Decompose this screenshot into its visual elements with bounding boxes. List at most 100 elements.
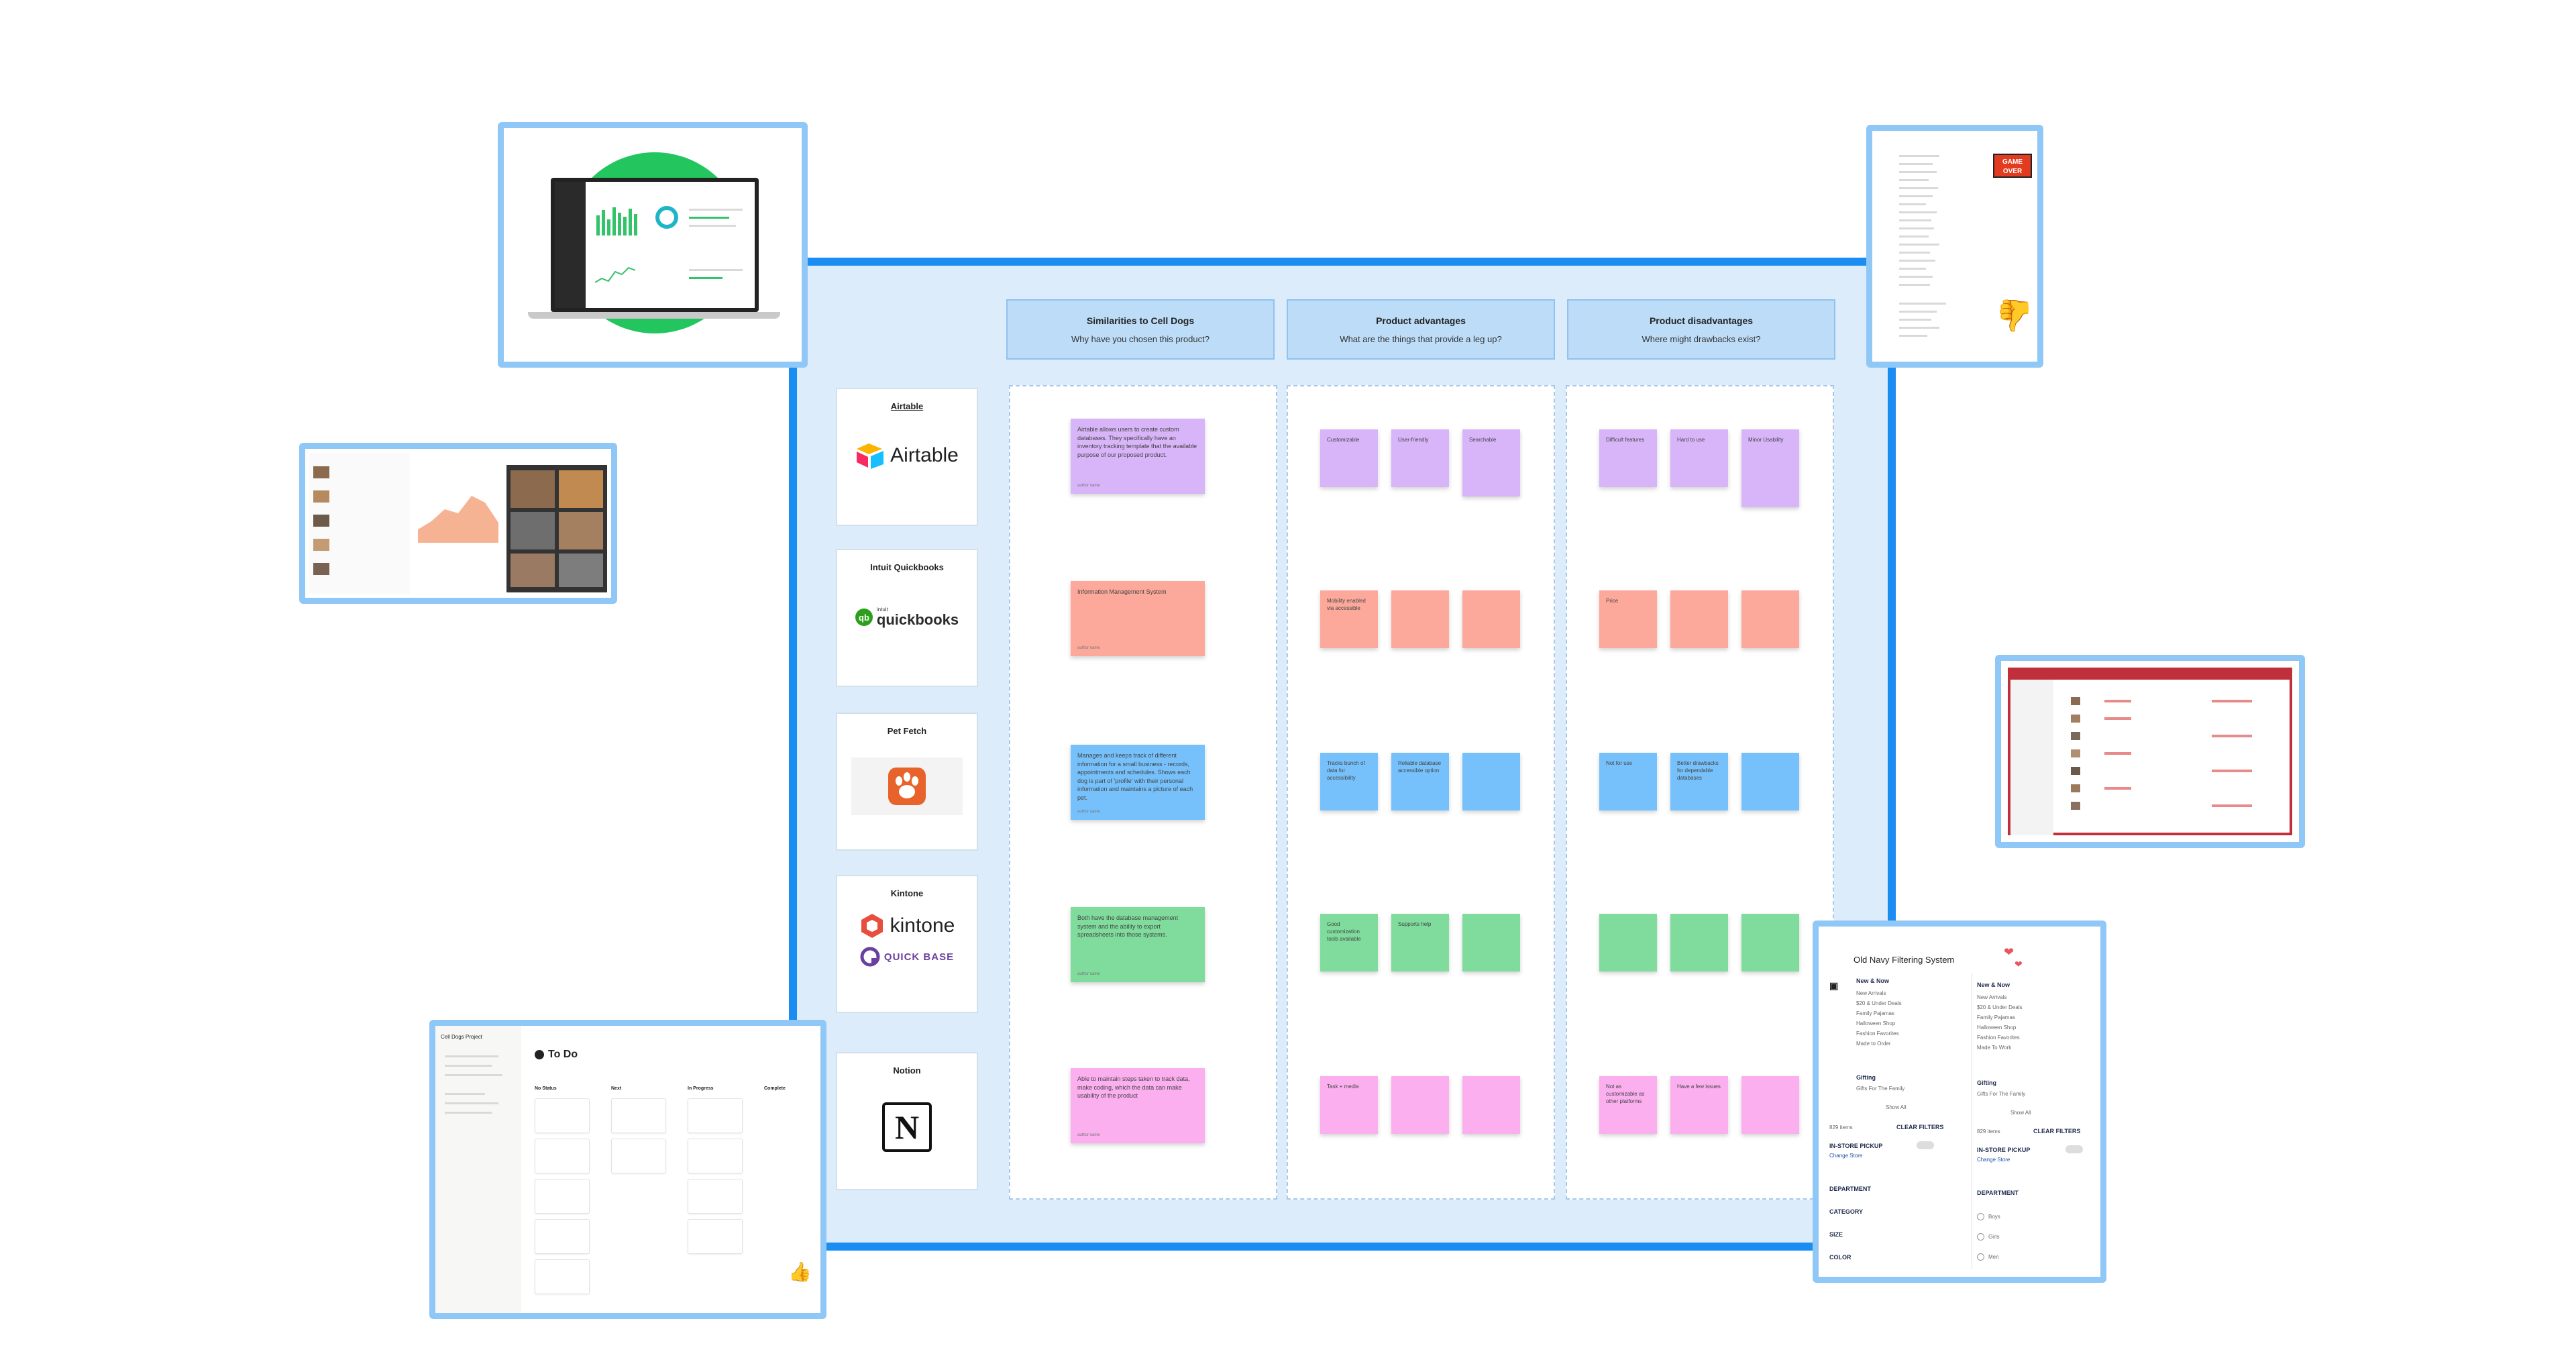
task-card[interactable]: [535, 1219, 590, 1254]
sticky-note-disadvantage[interactable]: [1670, 590, 1728, 648]
notion-todo-screenshot-frame[interactable]: Cell Dogs Project To Do No Status Next I…: [429, 1020, 826, 1319]
column-subtitle: Where might drawbacks exist?: [1642, 334, 1761, 344]
nav-link[interactable]: New Arrivals: [1977, 994, 2007, 1000]
dashboard-sidebar: [555, 182, 586, 308]
show-all-link[interactable]: Show All: [1886, 1104, 1907, 1110]
product-card-quickbooks[interactable]: Intuit Quickbooks qb intuit quickbooks: [836, 549, 978, 687]
nav-link[interactable]: Halloween Shop: [1977, 1024, 2017, 1031]
sticky-note-disadvantage[interactable]: [1741, 1076, 1799, 1134]
sticky-note-disadvantage[interactable]: Not as customizable as other platforms: [1599, 1076, 1657, 1134]
sticky-note-similarity[interactable]: Both have the database management system…: [1071, 907, 1205, 982]
filter-color[interactable]: COLOR: [1829, 1254, 1851, 1261]
sticky-note-similarity[interactable]: Information Management System author nam…: [1071, 581, 1205, 656]
nav-link[interactable]: $20 & Under Deals: [1856, 1000, 1902, 1006]
nav-link[interactable]: Halloween Shop: [1856, 1020, 1896, 1027]
clear-filters-button[interactable]: CLEAR FILTERS: [1896, 1124, 1944, 1131]
sticky-note-advantage[interactable]: Customizable: [1320, 429, 1378, 487]
product-card-notion[interactable]: Notion N: [836, 1052, 978, 1190]
sticky-note-disadvantage[interactable]: Price: [1599, 590, 1657, 648]
nav-link[interactable]: Family Pajamas: [1856, 1010, 1894, 1016]
old-navy-screenshot-frame[interactable]: Old Navy Filtering System ❤ ❤ ▣ New & No…: [1813, 921, 2106, 1283]
sticky-note-advantage[interactable]: [1462, 914, 1520, 971]
gifting-link[interactable]: Gifts For The Family: [1856, 1086, 1905, 1092]
change-store-link[interactable]: Change Store: [1829, 1153, 1863, 1159]
sticky-note-advantage[interactable]: Tracks bunch of data for accessibility: [1320, 753, 1378, 810]
option-label: Girls: [1988, 1234, 2000, 1240]
nav-link[interactable]: Made To Work: [1977, 1045, 2012, 1051]
product-card-kintone[interactable]: Kintone kintone QUICK BASE: [836, 875, 978, 1013]
sticky-note-disadvantage[interactable]: [1741, 914, 1799, 971]
task-card[interactable]: [611, 1098, 666, 1133]
sticky-note-advantage[interactable]: [1391, 590, 1449, 648]
sticky-note-advantage[interactable]: [1462, 1076, 1520, 1134]
sticky-note-similarity[interactable]: Able to maintain steps taken to track da…: [1071, 1068, 1205, 1143]
task-card[interactable]: [535, 1098, 590, 1133]
sticky-note-advantage[interactable]: User-friendly: [1391, 429, 1449, 487]
option-men[interactable]: Men: [1977, 1247, 2000, 1267]
pet-app-screenshot-frame[interactable]: [299, 443, 617, 604]
close-panel-icon[interactable]: ▣: [1829, 980, 1839, 991]
sticky-note-disadvantage[interactable]: Minor Usability: [1741, 429, 1799, 507]
task-card[interactable]: [611, 1139, 666, 1173]
option-boys[interactable]: Boys: [1977, 1207, 2000, 1227]
nav-link[interactable]: New Arrivals: [1856, 990, 1886, 996]
right-clear-filters-button[interactable]: CLEAR FILTERS: [2033, 1128, 2081, 1135]
sticky-note-disadvantage[interactable]: [1741, 590, 1799, 648]
task-card[interactable]: [535, 1259, 590, 1294]
sticky-note-advantage[interactable]: [1462, 590, 1520, 648]
game-over-screenshot-frame[interactable]: GAME OVER 👍: [1866, 125, 2043, 368]
nav-link[interactable]: Fashion Favorites: [1977, 1035, 2020, 1041]
dashboard-screenshot-frame[interactable]: [498, 122, 808, 368]
filter-department[interactable]: DEPARTMENT: [1829, 1186, 1871, 1192]
sticky-note-advantage[interactable]: Searchable: [1462, 429, 1520, 496]
sticky-note-advantage[interactable]: Mobility enabled via accessible: [1320, 590, 1378, 648]
right-show-all-link[interactable]: Show All: [2010, 1110, 2031, 1116]
sticky-note-similarity[interactable]: Manages and keeps track of different inf…: [1071, 745, 1205, 820]
nav-link[interactable]: $20 & Under Deals: [1977, 1004, 2023, 1010]
spreadsheet-screenshot-frame[interactable]: [1995, 655, 2305, 848]
sticky-note-advantage[interactable]: [1391, 1076, 1449, 1134]
product-card-airtable[interactable]: Airtable Airtable: [836, 388, 978, 526]
filter-size[interactable]: SIZE: [1829, 1231, 1843, 1238]
nav-link[interactable]: Family Pajamas: [1977, 1014, 2015, 1020]
product-card-petfetch[interactable]: Pet Fetch: [836, 713, 978, 851]
task-card[interactable]: [688, 1219, 743, 1254]
task-card[interactable]: [688, 1098, 743, 1133]
task-card[interactable]: [535, 1139, 590, 1173]
task-card[interactable]: [688, 1139, 743, 1173]
right-change-store-link[interactable]: Change Store: [1977, 1157, 2010, 1163]
task-card[interactable]: [535, 1179, 590, 1214]
right-filter-department[interactable]: DEPARTMENT: [1977, 1190, 2019, 1196]
sticky-note-disadvantage[interactable]: [1599, 914, 1657, 971]
sticky-note-advantage[interactable]: Supports help: [1391, 914, 1449, 971]
sticky-text: Reliable database accessible option: [1398, 760, 1442, 774]
donut-chart: [655, 206, 678, 229]
pickup-toggle[interactable]: [1917, 1141, 1934, 1149]
sticky-note-disadvantage[interactable]: Not for use: [1599, 753, 1657, 810]
sticky-note-disadvantage[interactable]: Difficult features: [1599, 429, 1657, 487]
sticky-note-advantage[interactable]: [1462, 753, 1520, 810]
sticky-note-advantage[interactable]: Reliable database accessible option: [1391, 753, 1449, 810]
workspace-name: Cell Dogs Project: [441, 1034, 482, 1040]
sticky-note-advantage[interactable]: Task + media: [1320, 1076, 1378, 1134]
filter-category[interactable]: CATEGORY: [1829, 1208, 1864, 1215]
sticky-note-disadvantage[interactable]: Hard to use: [1670, 429, 1728, 487]
sticky-text: Not as customizable as other platforms: [1606, 1084, 1645, 1105]
right-pickup-toggle[interactable]: [2065, 1145, 2083, 1153]
airtable-logo: Airtable: [837, 442, 977, 469]
petfetch-logo: [851, 757, 963, 815]
sticky-note-disadvantage[interactable]: Have a few issues: [1670, 1076, 1728, 1134]
option-girls[interactable]: Girls: [1977, 1227, 2000, 1247]
sticky-note-disadvantage[interactable]: [1670, 914, 1728, 971]
right-gifting-link[interactable]: Gifts For The Family: [1977, 1091, 2026, 1097]
column-header-similarities: Similarities to Cell Dogs Why have you c…: [1006, 299, 1275, 360]
sticky-note-disadvantage[interactable]: Better drawbacks for dependable database…: [1670, 753, 1728, 810]
sticky-note-disadvantage[interactable]: [1741, 753, 1799, 810]
sticky-note-advantage[interactable]: Good customization tools available: [1320, 914, 1378, 971]
sticky-note-similarity[interactable]: Airtable allows users to create custom d…: [1071, 419, 1205, 494]
right-new-now-links: New Arrivals $20 & Under Deals Family Pa…: [1977, 992, 2023, 1053]
task-card[interactable]: [688, 1179, 743, 1214]
nav-link[interactable]: Fashion Favorites: [1856, 1031, 1899, 1037]
pet-list-panel: [309, 453, 410, 594]
nav-link[interactable]: Made to Order: [1856, 1041, 1891, 1047]
